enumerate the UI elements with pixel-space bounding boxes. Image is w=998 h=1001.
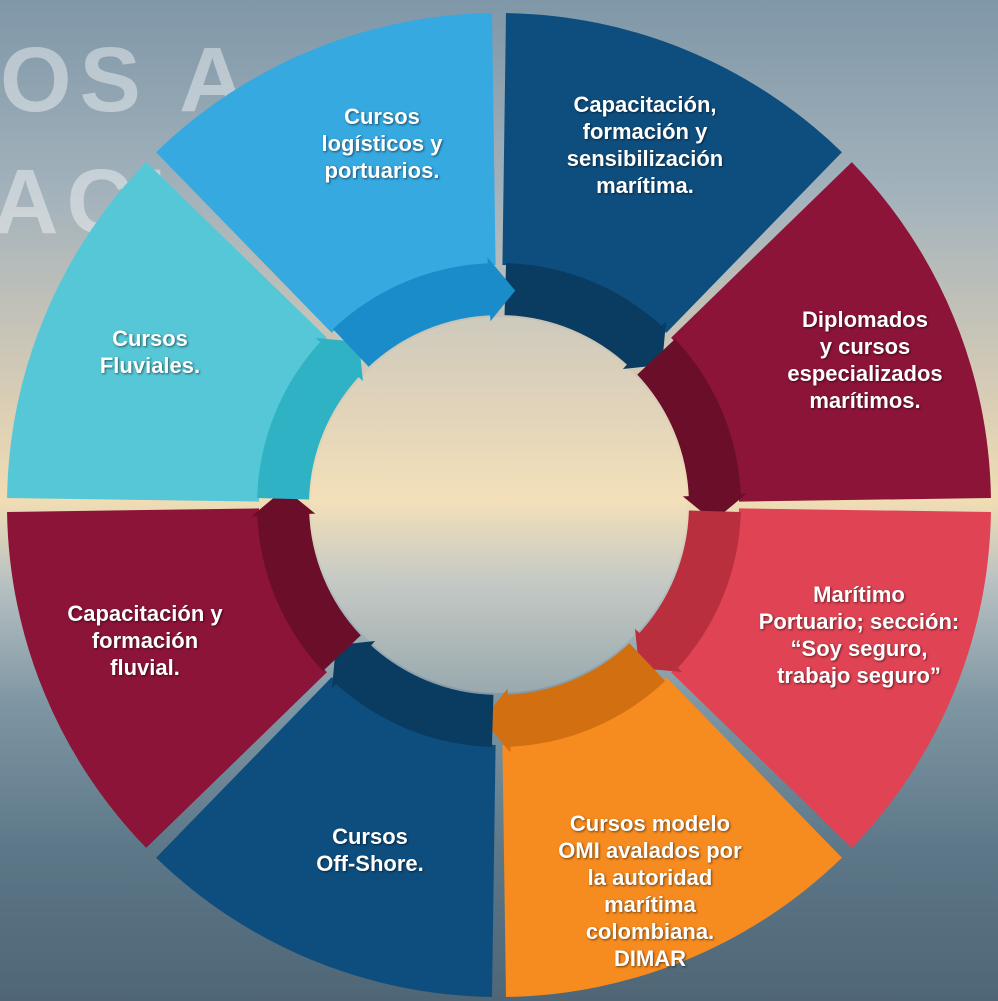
segment-label-fluviales: Cursos Fluviales.	[99, 326, 201, 378]
segment-logisticos	[502, 13, 842, 333]
segment-label-off-shore: Cursos Off-Shore.	[316, 824, 424, 876]
segment-arrow-diplomados	[635, 628, 683, 672]
segment-capacitacion-maritima	[671, 162, 991, 502]
segment-fluviales	[156, 13, 496, 333]
segment-diplomados	[671, 508, 991, 848]
segment-arrow-maritimo-portuario	[482, 688, 511, 753]
segment-label-cursos-omi: Cursos modelo OMI avalados por la autori…	[558, 811, 742, 971]
segment-off-shore	[7, 508, 327, 848]
segment-arrow-off-shore	[251, 488, 316, 517]
segment-arrow-logisticos	[622, 321, 666, 369]
segment-band-capacitacion-maritima	[637, 338, 741, 500]
segment-label-capacitacion-fluvial: Capacitación y formación fluvial.	[67, 600, 223, 680]
segment-band-cursos-omi	[332, 643, 494, 747]
segment-label-diplomados: Diplomados y cursos especializados marít…	[787, 307, 943, 413]
segment-band-off-shore	[257, 510, 361, 672]
wheel-center	[311, 317, 687, 693]
segment-band-fluviales	[332, 263, 494, 367]
segment-arrow-cursos-omi	[332, 641, 376, 689]
segment-arrow-fluviales	[487, 257, 516, 322]
segment-maritimo-portuario	[502, 677, 842, 997]
segment-label-logisticos: Cursos logísticos y portuarios.	[321, 103, 443, 183]
segment-label-capacitacion-maritima: Capacitación, formación y sensibilizació…	[566, 92, 724, 198]
segment-arrow-capacitacion-maritima	[682, 493, 747, 522]
segment-cursos-omi	[156, 677, 496, 997]
segment-band-logisticos	[504, 263, 666, 367]
segment-capacitacion-fluvial	[7, 162, 327, 502]
segment-band-maritimo-portuario	[504, 643, 666, 747]
segment-arrow-capacitacion-fluvial	[315, 338, 363, 382]
segment-band-capacitacion-fluvial	[257, 338, 361, 500]
segment-label-maritimo-portuario: Marítimo Portuario; sección: “Soy seguro…	[758, 582, 960, 688]
segment-band-diplomados	[637, 510, 741, 672]
